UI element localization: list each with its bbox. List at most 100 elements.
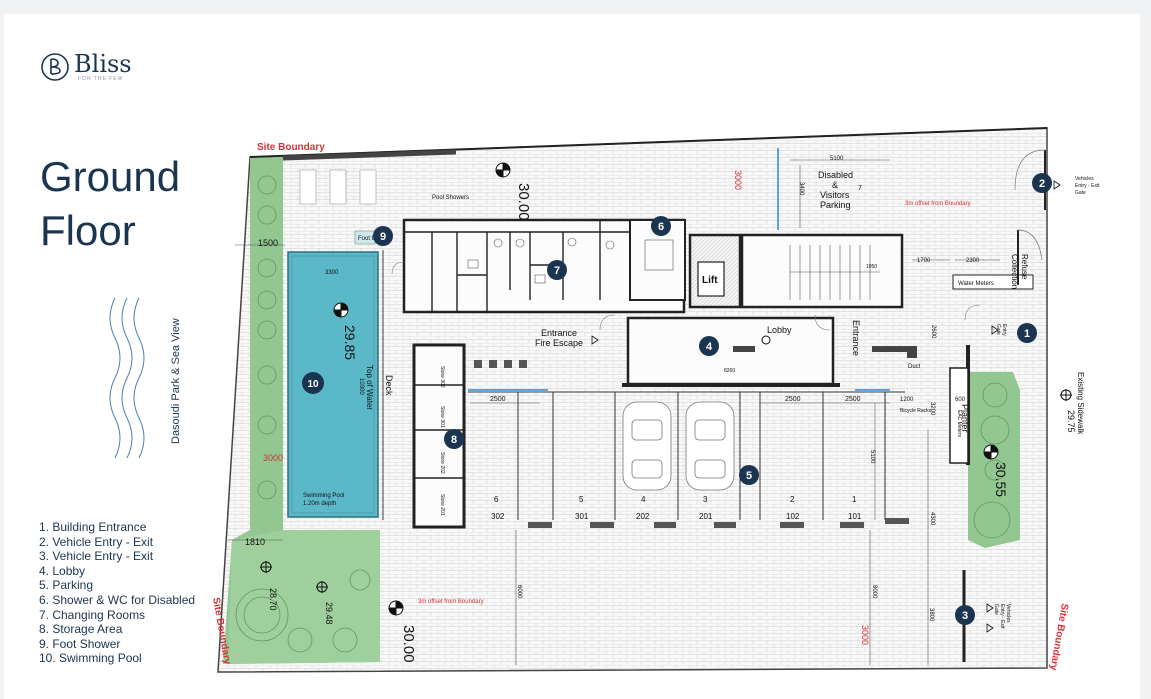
marker-9: 9	[380, 231, 386, 243]
dim-2600: 2600	[930, 325, 936, 339]
vehicles-gate-top-2: Entry - Exit	[1075, 183, 1100, 189]
eac-meters	[949, 367, 969, 464]
door-swings	[391, 261, 981, 331]
pool-depth-label: 1.20m depth	[303, 501, 336, 507]
brand-logo: Bliss FOR THE FEW	[40, 52, 132, 82]
foot-bath-label: Foot Bath	[358, 236, 384, 242]
legend-item: 3. Vehicle Entry - Exit	[39, 549, 154, 564]
dim-8000: 8000	[871, 585, 877, 599]
page-title: Ground Floor	[40, 150, 180, 258]
entrance-label: Entrance	[851, 320, 861, 356]
dim-2300: 2300	[966, 258, 980, 264]
dim-3800: 3800	[928, 608, 934, 622]
planter-trees	[973, 382, 1011, 539]
dim-600: 600	[955, 397, 966, 403]
store-label: Store 301	[439, 406, 445, 428]
space-number: 101	[848, 512, 862, 521]
dim-4300: 4300	[929, 512, 935, 526]
level-right: 30.55	[993, 462, 1009, 497]
space-number: 102	[786, 512, 800, 521]
vehicles-gate-top-3: Gate	[1075, 190, 1086, 196]
eac-meters-label: EAC Meters	[956, 410, 962, 437]
parked-cars	[622, 401, 735, 491]
store-label: Store 201	[439, 494, 445, 516]
dim-2500-b: 2500	[785, 396, 801, 403]
level-garden-a: 28.70	[268, 588, 278, 611]
sun-loungers	[299, 169, 377, 205]
refuse-line-2: Collection	[1010, 254, 1019, 289]
marker-8: 8	[451, 434, 457, 446]
dim-1700: 1700	[917, 258, 931, 264]
planter-label: Planter	[960, 404, 970, 433]
marker-3: 3	[962, 610, 968, 622]
dim-6000: 6000	[516, 585, 522, 599]
dim-2500-c: 2500	[845, 396, 861, 403]
lobby-area	[626, 316, 835, 386]
space-number: 201	[699, 512, 713, 521]
level-marker-icon	[260, 162, 1072, 616]
dim-2500-a: 2500	[490, 396, 506, 403]
dim-5100-v: 5100	[869, 450, 875, 464]
dim-3300: 3300	[325, 270, 339, 276]
bicycle-racks-label: Bicycle Racks	[900, 408, 932, 414]
deck-label: Deck	[384, 375, 394, 396]
lift-car	[697, 261, 725, 297]
dim-3000-left: 3000	[263, 453, 283, 463]
level-pool: 29.85	[342, 325, 358, 360]
store-label: Store 202	[439, 452, 445, 474]
vehicles-gate-bottom-1: Vehicles	[1005, 604, 1011, 623]
marker-2: 2	[1039, 178, 1045, 190]
level-bottom: 30.00	[400, 625, 417, 663]
lobby-label: Lobby	[767, 325, 792, 335]
lift-label: Lift	[702, 275, 718, 286]
legend-item: 6. Shower & WC for Disabled	[39, 592, 196, 607]
level-sidewalk: 29.75	[1066, 410, 1076, 433]
existing-sidewalk-label: Existing Sidewalk	[1076, 372, 1085, 435]
legend-item: 9. Foot Shower	[39, 636, 121, 651]
stair-core	[740, 233, 904, 309]
dim-3000-top: 3000	[733, 170, 743, 190]
dim-1050: 1050	[866, 264, 877, 270]
water-meters-label: Water Meters	[958, 281, 994, 287]
space-label: 4	[641, 495, 646, 504]
disabled-parking-line-1: Disabled	[818, 170, 853, 180]
legend-item: 1. Building Entrance	[39, 520, 147, 534]
garden-lawn	[228, 530, 380, 664]
top-of-water-label: Top of Water	[365, 365, 374, 410]
side-view-label: Dasoudi Park & Sea View	[170, 318, 182, 444]
store-label: Store 302	[439, 366, 445, 388]
sea-waves-icon: Dasoudi Park & Sea View	[109, 297, 182, 459]
dimension-lines	[228, 159, 1000, 665]
space-label: 1	[852, 495, 857, 504]
entry-gate-1: Entry	[1001, 324, 1007, 336]
dim-3200: 3200	[929, 402, 935, 416]
duct-label: Duct	[908, 364, 921, 370]
vehicles-gate-bottom-2: Entry - Exit	[999, 604, 1005, 629]
dim-7: 7	[858, 185, 862, 192]
marker-4: 4	[706, 341, 713, 353]
dim-3000-bottom: 3000	[860, 625, 870, 645]
site-boundary-right: Site Boundary	[1047, 602, 1070, 671]
dim-1500: 1500	[258, 238, 278, 248]
vehicles-gate-bottom-3: Gate	[993, 604, 999, 615]
marker-1: 1	[1024, 328, 1030, 340]
disabled-parking-line-2: &	[832, 180, 838, 190]
marker-10: 10	[307, 379, 319, 390]
space-number: 301	[575, 512, 589, 521]
entrance-fire-escape-1: Entrance	[541, 328, 577, 338]
marker-6: 6	[658, 221, 664, 233]
stair-treads	[789, 245, 880, 300]
parking-bay-lines	[468, 391, 905, 520]
disabled-parking-line-3: Visitors	[820, 190, 850, 200]
site-boundary-top: Site Boundary	[257, 142, 325, 153]
swimming-pool-label: Swimming Pool	[303, 493, 344, 499]
refuse-line-1: Refuse	[1020, 254, 1029, 280]
dim-1810: 1810	[245, 537, 265, 547]
offset-bottom: 3m offset from Boundary	[418, 599, 484, 605]
dim-10300: 10300	[358, 378, 364, 395]
numbered-markers: 1 2 3 4 5 6 7 8 9 10	[302, 173, 1052, 625]
legend-item: 5. Parking	[39, 578, 94, 593]
bliss-logo-icon	[41, 53, 69, 81]
direction-arrows	[591, 180, 1061, 633]
dim-3400: 3400	[798, 182, 804, 196]
